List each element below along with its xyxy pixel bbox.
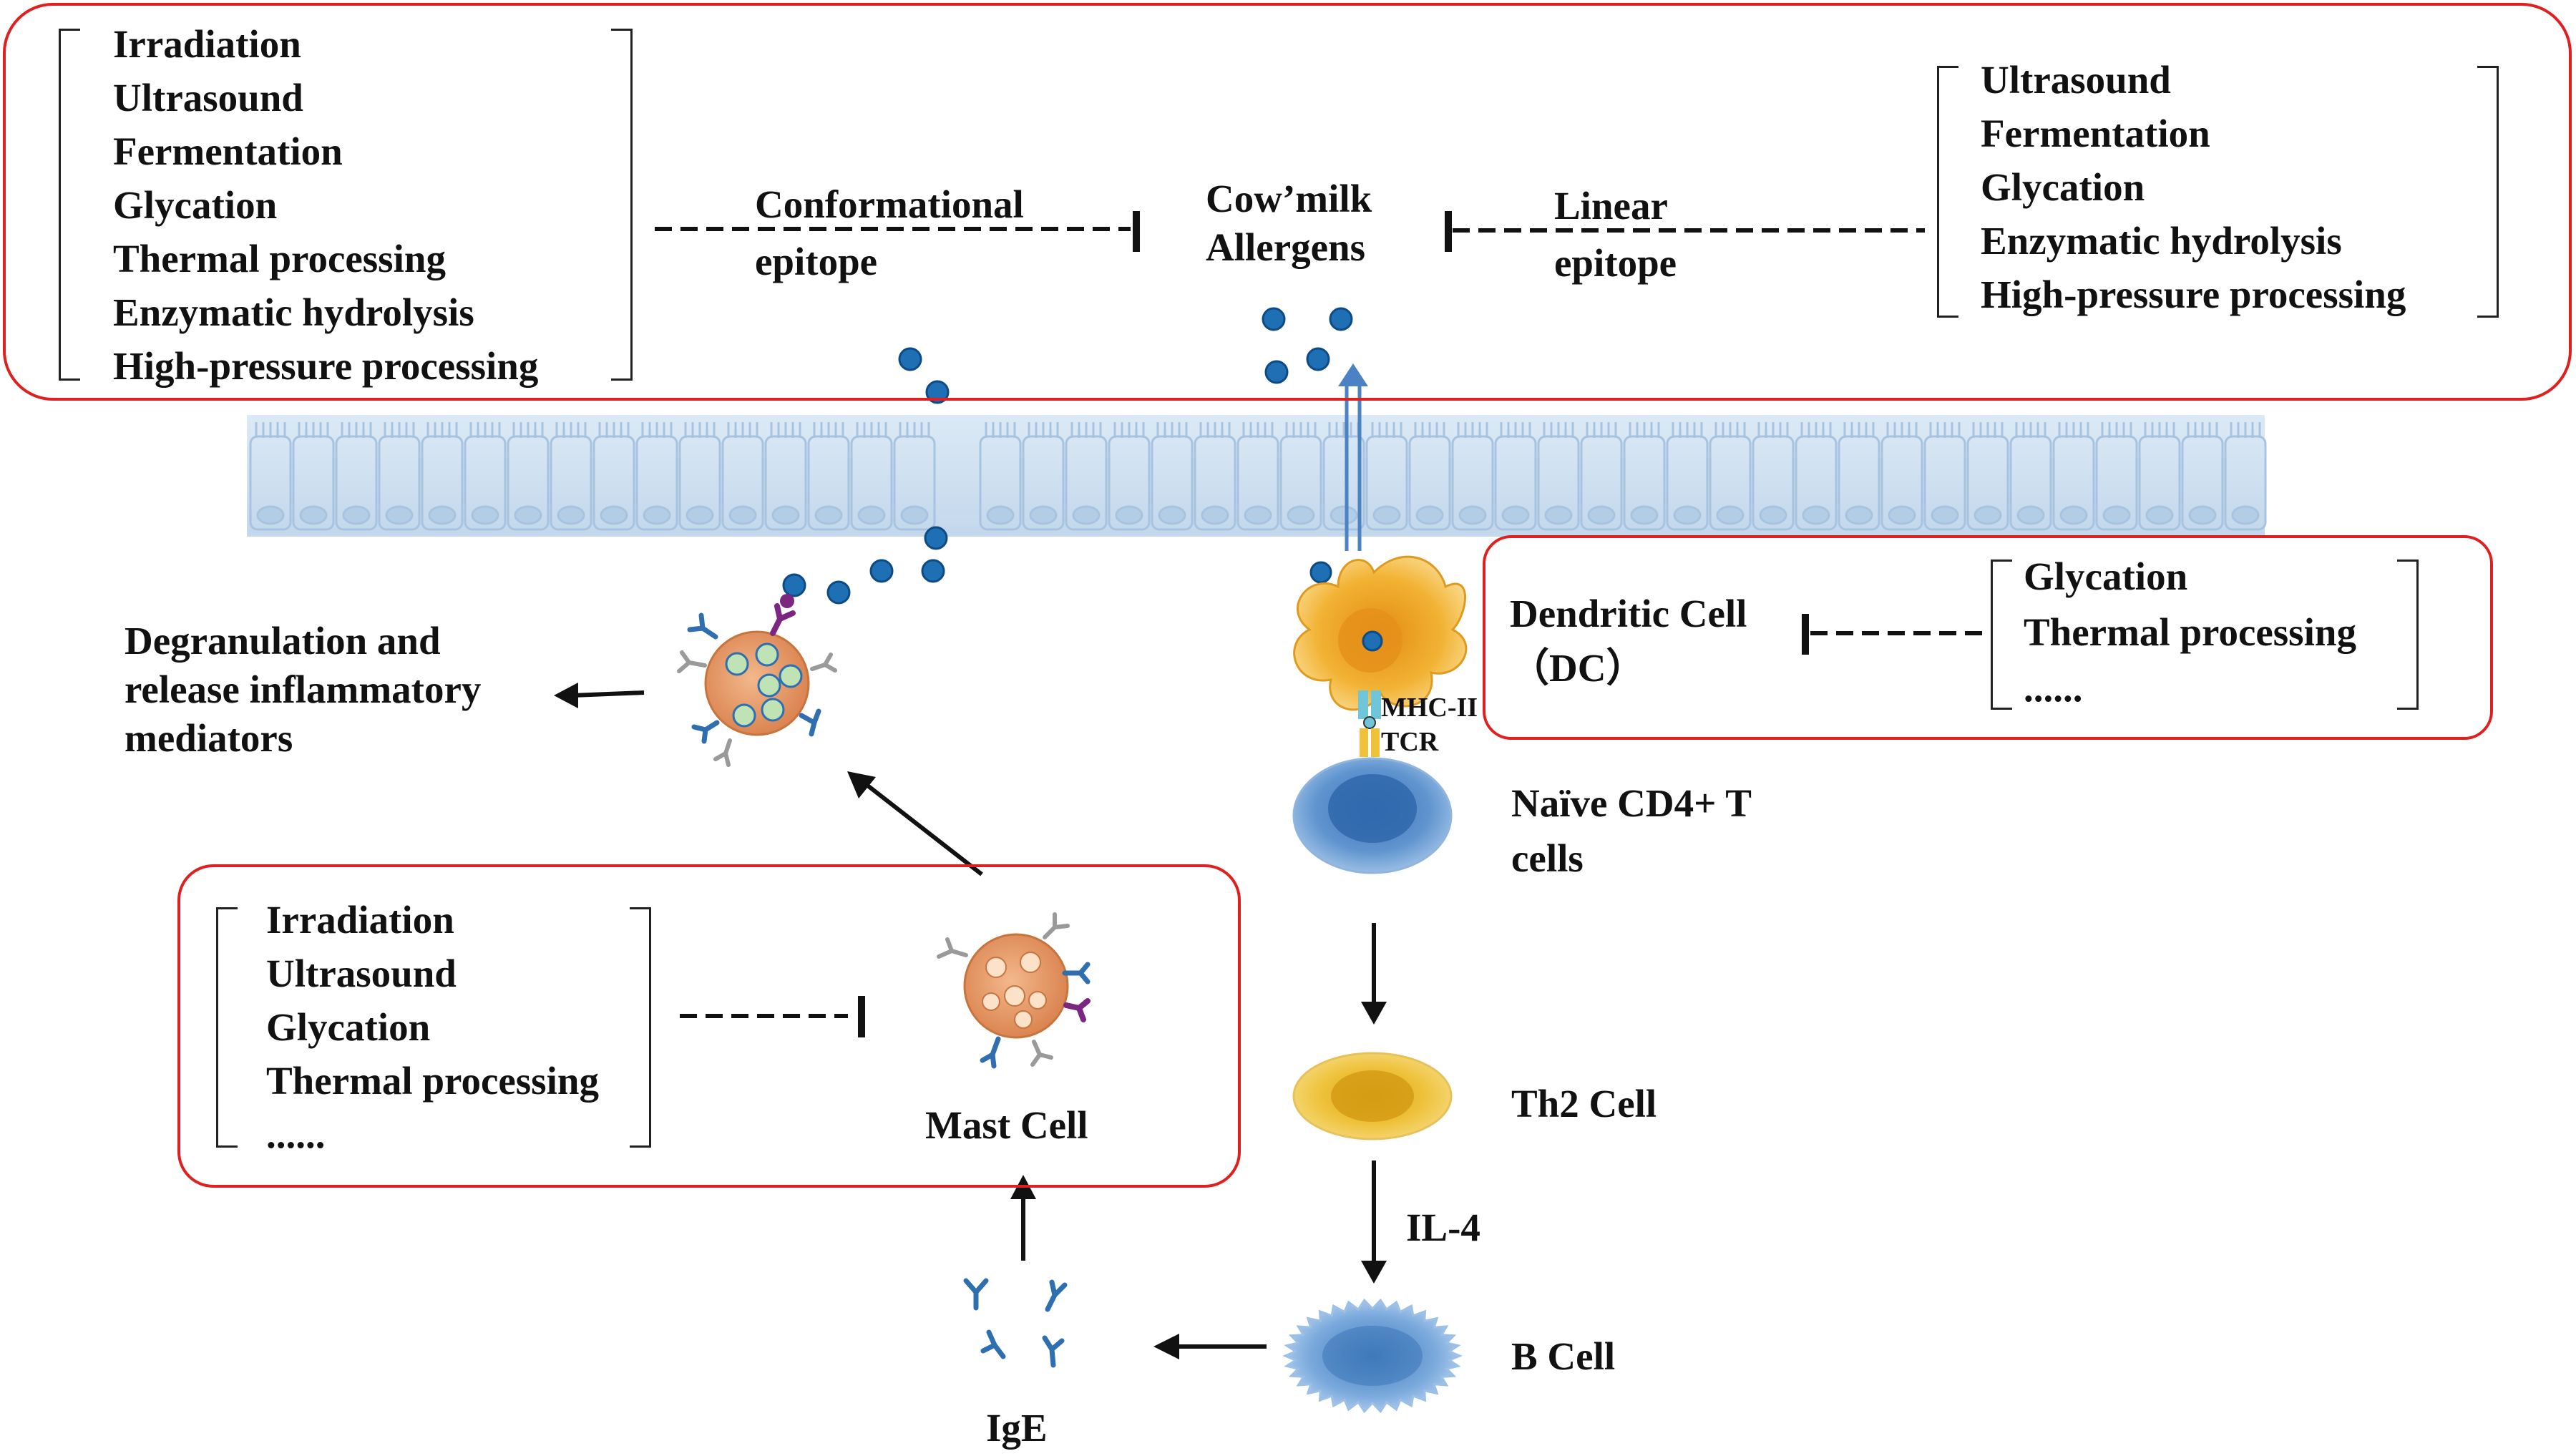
method-item: Fermentation xyxy=(1981,112,2210,155)
mhc-label: MHC-II xyxy=(1381,693,1478,723)
bracket-right-top-left xyxy=(611,29,633,381)
method-item: ...... xyxy=(2024,666,2083,710)
method-item: High-pressure processing xyxy=(113,344,539,388)
mhc-tcr-receptor xyxy=(1358,690,1381,757)
degranulation-label-1: Degranulation and xyxy=(125,619,441,663)
method-item: Fermentation xyxy=(113,130,343,173)
b-cell-label: B Cell xyxy=(1511,1334,1616,1378)
degranulating-mast-cell xyxy=(677,594,837,767)
mast-processing-box xyxy=(177,864,1241,1188)
conformational-epitope-label-1: Conformational xyxy=(755,182,1024,226)
method-item: Irradiation xyxy=(113,22,301,66)
intestinal-epithelium xyxy=(247,415,2267,537)
method-item: Thermal processing xyxy=(2024,610,2356,654)
il4-label: IL-4 xyxy=(1406,1206,1480,1249)
method-item: Irradiation xyxy=(266,898,454,942)
method-item: Ultrasound xyxy=(1981,58,2171,102)
method-item: Glycation xyxy=(2024,554,2188,598)
b-cell xyxy=(1282,1298,1463,1414)
mast-method-list: Irradiation Ultrasound Glycation Thermal… xyxy=(266,900,599,1168)
degranulation-label-2: release inflammatory xyxy=(125,668,482,711)
method-item: Glycation xyxy=(1981,165,2145,209)
top-right-method-list: Ultrasound Fermentation Glycation Enzyma… xyxy=(1981,60,2406,328)
ige-antibodies xyxy=(963,1278,1068,1368)
mast-cell-label: Mast Cell xyxy=(925,1103,1088,1147)
top-processing-box xyxy=(3,3,2572,401)
bracket-left-top-right xyxy=(1937,66,1958,318)
bracket-right-top-right xyxy=(2477,66,2499,318)
allergens-title-2: Allergens xyxy=(1206,225,1366,269)
dendritic-cell-label-1: Dendritic Cell xyxy=(1510,592,1747,635)
method-item: Ultrasound xyxy=(266,952,457,995)
bracket-left-top-left xyxy=(59,29,80,381)
linear-epitope-label-1: Linear xyxy=(1554,184,1668,228)
allergen-particles xyxy=(782,307,1353,605)
method-item: Glycation xyxy=(266,1005,431,1049)
tcr-label: TCR xyxy=(1381,727,1439,757)
allergens-title-1: Cow’milk xyxy=(1206,177,1372,220)
dendritic-cell xyxy=(1293,555,1468,711)
method-item: Thermal processing xyxy=(266,1059,599,1103)
linear-epitope-label-2: epitope xyxy=(1554,241,1677,285)
transcytosis-arrows xyxy=(1338,363,1368,551)
th2-cell-label: Th2 Cell xyxy=(1511,1082,1657,1125)
method-item: High-pressure processing xyxy=(1981,273,2406,316)
method-item: Thermal processing xyxy=(113,237,446,280)
naive-t-cell-label-1: Naïve CD4+ T xyxy=(1511,781,1752,825)
bracket-left-dc xyxy=(1991,560,2012,710)
method-item: Glycation xyxy=(113,183,278,227)
degranulation-label-3: mediators xyxy=(125,716,293,760)
method-item: Enzymatic hydrolysis xyxy=(1981,219,2342,263)
bracket-left-mast xyxy=(216,907,238,1148)
inhibition-lines xyxy=(655,211,1982,1037)
bracket-right-mast xyxy=(630,907,651,1148)
conformational-epitope-label-2: epitope xyxy=(755,240,878,283)
naive-t-cell xyxy=(1292,757,1453,874)
method-item: Enzymatic hydrolysis xyxy=(113,290,474,334)
ige-label: IgE xyxy=(986,1406,1048,1450)
mast-cell xyxy=(937,912,1091,1069)
dendritic-cell-label-2: （DC） xyxy=(1510,646,1646,690)
th2-cell xyxy=(1292,1052,1453,1140)
method-item: Ultrasound xyxy=(113,76,303,119)
naive-t-cell-label-2: cells xyxy=(1511,836,1584,880)
method-item: ...... xyxy=(266,1113,326,1156)
dc-method-list: Glycation Thermal processing ...... xyxy=(2024,557,2356,724)
top-left-method-list: Irradiation Ultrasound Fermentation Glyc… xyxy=(113,24,538,400)
bracket-right-dc xyxy=(2397,560,2419,710)
dc-processing-box xyxy=(1483,535,2493,740)
